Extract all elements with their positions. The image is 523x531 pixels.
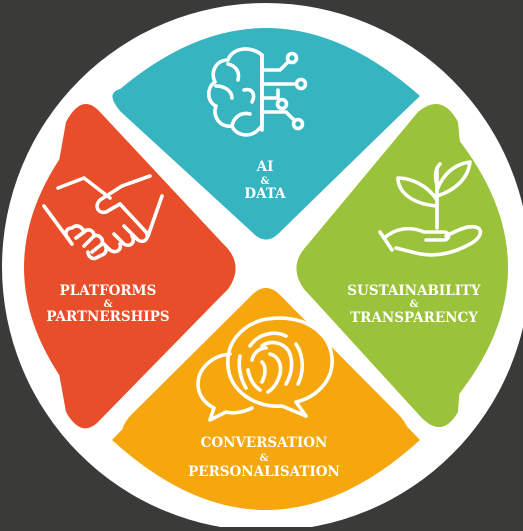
segment-platforms-rim: [24, 113, 236, 421]
label-sustainability-line2: TRANSPARENCY: [350, 310, 478, 326]
wheel-inner-disc: [9, 10, 523, 524]
label-ai-data: AI & DATA: [244, 159, 286, 202]
plant-in-hand-icon: [378, 160, 483, 257]
label-sustainability-line1: SUSTAINABILITY: [347, 283, 481, 299]
segment-sustainability-rim: [296, 113, 508, 421]
label-platforms-line2: PARTNERSHIPS: [46, 309, 169, 325]
label-conversation-personalisation: CONVERSATION & PERSONALISATION: [188, 435, 340, 480]
label-ai-data-line1: AI: [256, 159, 274, 175]
label-conversation-line1: CONVERSATION: [201, 435, 328, 451]
label-sustainability-transparency: SUSTAINABILITY & TRANSPARENCY: [347, 283, 481, 326]
segment-conversation-rim: [112, 288, 420, 510]
label-platforms-amp: &: [103, 299, 112, 310]
label-conversation-line2: PERSONALISATION: [188, 464, 340, 480]
label-sustainability-amp: &: [409, 299, 418, 310]
label-conversation-amp: &: [259, 453, 268, 464]
label-ai-data-amp: &: [260, 176, 269, 187]
label-platforms-line1: PLATFORMS: [60, 283, 157, 299]
fingerprint-speech-bubbles-icon: [196, 316, 334, 422]
segment-ai-data-rim: [112, 28, 420, 240]
label-platforms-partnerships: PLATFORMS & PARTNERSHIPS: [46, 283, 169, 325]
handshake-icon: [42, 174, 164, 261]
label-ai-data-line2: DATA: [244, 186, 286, 202]
brain-circuit-icon: [206, 47, 308, 137]
